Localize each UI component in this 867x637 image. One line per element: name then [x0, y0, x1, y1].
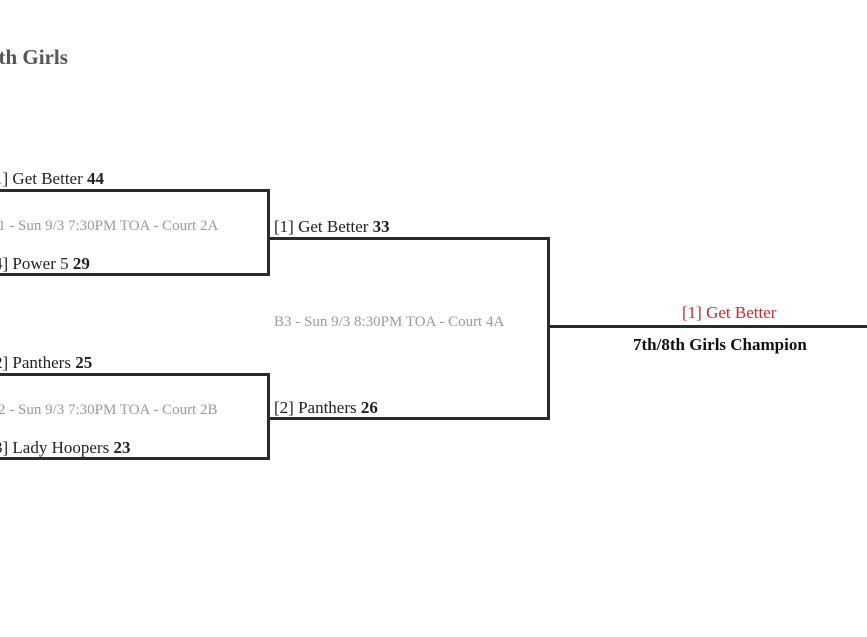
r2-game-info: B3 - Sun 9/3 8:30PM TOA - Court 4A: [274, 314, 505, 330]
team-name: [2] Panthers: [274, 398, 357, 417]
r1g1-game-info: B1 - Sun 9/3 7:30PM TOA - Court 2A: [0, 218, 219, 234]
r2-top-team[interactable]: [1] Get Better 33: [274, 217, 390, 237]
r2-top-line: [270, 237, 550, 240]
r2-bottom-line: [270, 417, 550, 420]
r1g1-bottom-line: [0, 273, 270, 276]
champion-line: [550, 325, 867, 328]
r1g2-bottom-line: [0, 457, 270, 460]
r1g2-game-info: B2 - Sun 9/3 7:30PM TOA - Court 2B: [0, 402, 218, 418]
bracket-title: 8th Girls: [0, 45, 68, 69]
r1g1-connector: [267, 189, 270, 276]
r1g2-connector: [267, 373, 270, 460]
team-name: 2] Panthers: [0, 353, 71, 372]
r1g2-bottom-team[interactable]: 3] Lady Hoopers 23: [0, 438, 130, 458]
champion-team[interactable]: [1] Get Better: [682, 303, 777, 322]
team-name: [1] Get Better: [274, 217, 369, 236]
team-name: 4] Power 5: [0, 254, 69, 273]
r1g2-top-line: [0, 373, 270, 376]
r2-bottom-team[interactable]: [2] Panthers 26: [274, 398, 378, 418]
champion-label: 7th/8th Girls Champion: [633, 335, 807, 354]
team-score: 26: [360, 398, 378, 417]
team-score: 33: [372, 217, 390, 236]
team-score: 25: [75, 353, 93, 372]
team-score: 29: [72, 254, 90, 273]
team-score: 23: [113, 438, 131, 457]
r2-connector: [547, 237, 550, 420]
r1g1-bottom-team[interactable]: 4] Power 5 29: [0, 254, 90, 274]
team-name: 1] Get Better: [0, 169, 83, 188]
team-name: 3] Lady Hoopers: [0, 438, 110, 457]
r1g2-top-team[interactable]: 2] Panthers 25: [0, 353, 92, 373]
team-score: 44: [87, 169, 104, 188]
r1g1-top-team[interactable]: 1] Get Better 44: [0, 169, 104, 189]
r1g1-top-line: [0, 189, 270, 192]
